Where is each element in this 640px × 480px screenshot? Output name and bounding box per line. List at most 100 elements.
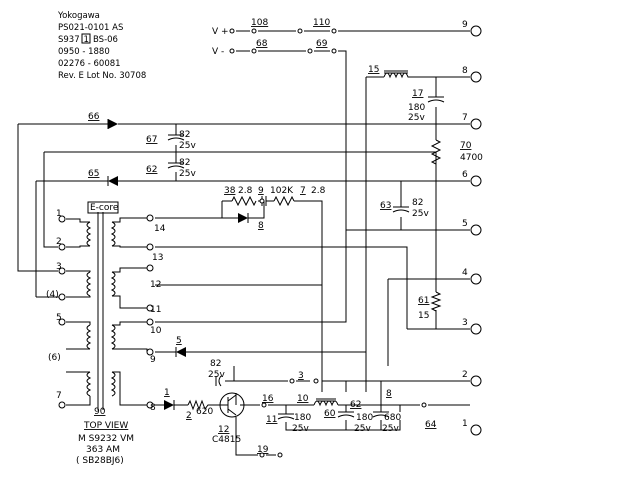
- resistor-38-value: 2.8: [238, 186, 253, 196]
- capacitor-62-bottom-rating: 25v: [354, 424, 371, 434]
- diode-66-icon: [108, 119, 118, 129]
- winding-14-13: [110, 221, 116, 247]
- terminal-label-4: 4: [462, 268, 468, 278]
- pin-label-7: 7: [56, 391, 62, 401]
- pin-label-2: 2: [56, 237, 62, 247]
- wire-output-caps: [285, 381, 401, 431]
- terminal-9[interactable]: [470, 25, 482, 37]
- pin-10: [146, 318, 154, 326]
- pin-label-12: 12: [150, 280, 161, 290]
- capacitor-9-ref: 9: [258, 186, 264, 196]
- capacitor-62-bottom: 62 180 25v: [337, 400, 373, 434]
- part-line-3: ( SB28BJ6): [76, 456, 124, 466]
- transformer-right-leads: [112, 217, 148, 406]
- terminal-8[interactable]: [470, 71, 482, 83]
- resistor-7-ref: 7: [300, 186, 306, 196]
- resistor-2-value: 620: [196, 407, 213, 417]
- wire-row6: [35, 180, 470, 297]
- capacitor-8-rating: 25v: [382, 424, 399, 434]
- terminal-label-5: 5: [462, 219, 468, 229]
- capacitor-11: 11 180 25v: [266, 413, 311, 434]
- capacitor-17-value: 180: [408, 103, 425, 113]
- inductor-15-icon: [383, 70, 410, 79]
- capacitor-17: 17 180 25v: [408, 89, 445, 123]
- pin-7: [58, 401, 66, 409]
- winding-12-11: [110, 271, 116, 297]
- capacitor-11-value: 180: [294, 413, 311, 423]
- capacitor-63-ref: 63: [380, 201, 391, 211]
- capacitor-67-icon: [167, 134, 185, 141]
- capacitor-2-rating: 25v: [208, 370, 225, 380]
- pin-label-6: (6): [48, 353, 61, 363]
- wire-vminus: [236, 50, 347, 240]
- header-line-5: 02276 - 60081: [58, 59, 121, 69]
- header-block: Yokogawa PS021-0101 AS S937 1 BS-06 0950…: [57, 11, 146, 81]
- wire-pin10: [155, 240, 347, 323]
- terminal-label-9: 9: [462, 20, 468, 30]
- pin-9: [146, 348, 154, 356]
- pad-vminus-1: [229, 48, 235, 54]
- pin-14: [146, 214, 154, 222]
- pad-3a: [289, 378, 295, 384]
- capacitor-62-top-icon: [167, 162, 185, 169]
- wire-row3: [407, 240, 470, 330]
- terminals: 9 8 7 6 5 4 3 2 1: [462, 20, 482, 436]
- wire-row8: [365, 76, 470, 392]
- diode-8-icon: [238, 213, 248, 223]
- link-110: 110: [313, 18, 330, 28]
- capacitor-67-rating: 25v: [179, 141, 196, 151]
- terminal-7[interactable]: [470, 118, 482, 130]
- pin-label-90: 90: [94, 407, 106, 417]
- terminal-5[interactable]: [470, 224, 482, 236]
- pad-3b: [313, 378, 319, 384]
- wire-row7: [17, 123, 470, 272]
- pin-4: [58, 293, 66, 301]
- terminal-3[interactable]: [470, 323, 482, 335]
- resistor-2: 2 620: [186, 399, 213, 421]
- terminal-label-1: 1: [462, 419, 468, 429]
- capacitor-62-bottom-ref: 62: [350, 400, 361, 410]
- transformer-left-leads: [66, 218, 91, 406]
- resistor-2-ref: 2: [186, 411, 192, 421]
- resistor-2-icon: [187, 399, 210, 411]
- pad-vplus-4: [331, 28, 337, 34]
- capacitor-8-value: 680: [384, 413, 401, 423]
- rail-vplus-label: V +: [212, 27, 229, 37]
- core-label: E-core: [90, 203, 119, 213]
- capacitor-62-top-value: 82: [179, 158, 190, 168]
- diode-8: 8: [238, 213, 264, 231]
- capacitor-62-bottom-icon: [337, 411, 355, 418]
- wire-cap2: [225, 366, 235, 382]
- resistor-61-icon: [430, 291, 442, 312]
- terminal-4[interactable]: [470, 273, 482, 285]
- wire-pin13: [155, 246, 408, 329]
- rail-vminus-label: V -: [212, 47, 224, 57]
- winding-6-7: [86, 371, 92, 397]
- terminal-6[interactable]: [470, 175, 482, 187]
- pad-vplus-2: [251, 28, 257, 34]
- capacitor-62-bottom-value: 180: [356, 413, 373, 423]
- pin-label-11: 11: [150, 305, 161, 315]
- capacitor-63-rating: 25v: [412, 209, 429, 219]
- pad-19b: [277, 452, 283, 458]
- wire-row2: [234, 380, 470, 392]
- terminal-label-7: 7: [462, 113, 468, 123]
- inductor-60-icon: [313, 398, 339, 407]
- terminal-1[interactable]: [470, 424, 482, 436]
- inductor-60: 60: [313, 398, 339, 419]
- resistor-70: 70 4700: [430, 124, 483, 177]
- pad-16a: [261, 402, 267, 408]
- resistor-70-icon: [430, 124, 442, 177]
- transistor-12-icon: [222, 394, 237, 416]
- part-line-1: M S9232 VM: [78, 434, 134, 444]
- link-15: 15: [368, 65, 379, 75]
- transistor-12-body: [219, 392, 245, 418]
- part-line-2: 363 AM: [86, 445, 120, 455]
- capacitor-2: 82 25v: [208, 359, 225, 387]
- terminal-label-2: 2: [462, 370, 468, 380]
- wire-resistor-chain: [221, 200, 323, 392]
- pad-vminus-4: [331, 48, 337, 54]
- wiring: [17, 30, 470, 456]
- wire-row5: [155, 217, 470, 231]
- terminal-2[interactable]: [470, 375, 482, 387]
